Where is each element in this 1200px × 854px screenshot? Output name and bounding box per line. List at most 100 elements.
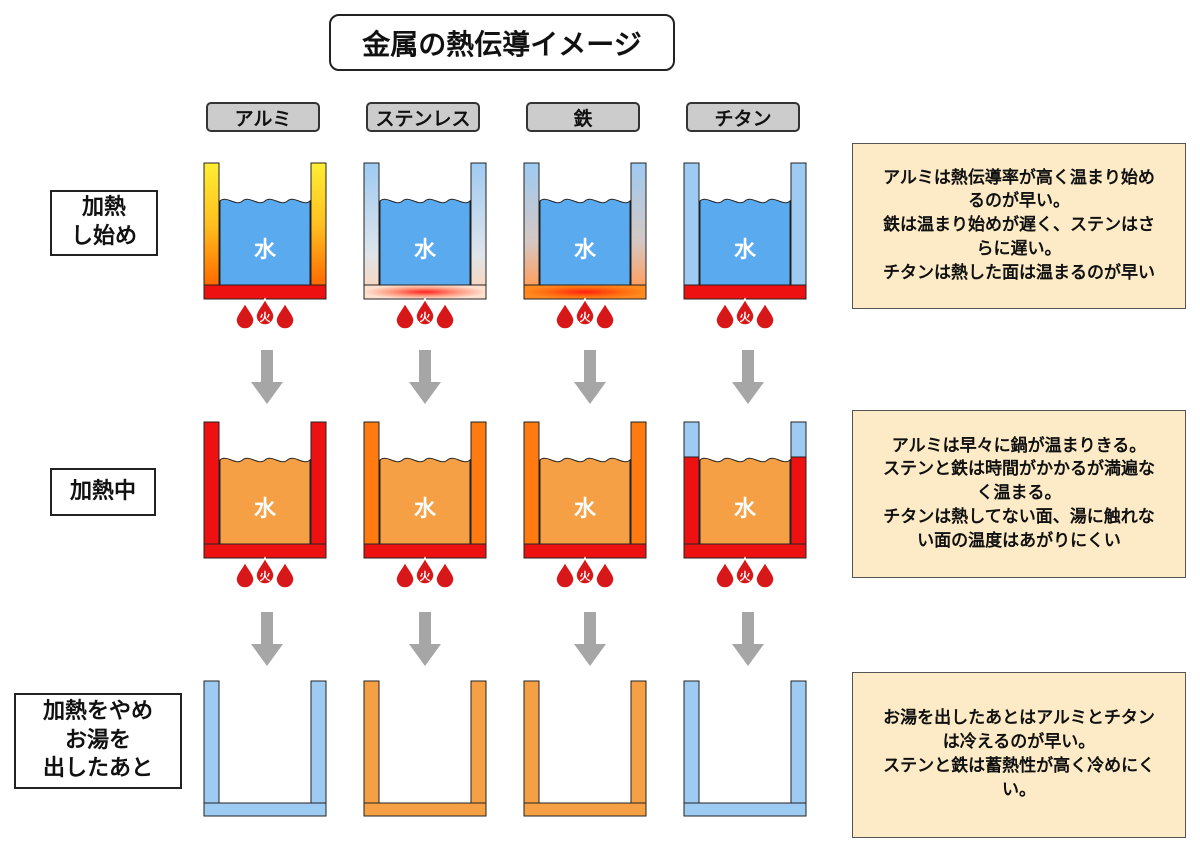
pot-wall-right-stainless: [470, 680, 487, 804]
pot-base-iron: [523, 802, 647, 817]
flame-label-iron: 火: [580, 311, 592, 324]
flame-titanium: [715, 560, 735, 589]
pot-wall-right-hot-titanium: [790, 456, 807, 545]
water-label-iron: 水: [574, 497, 597, 522]
pot-base-stainless: [363, 284, 487, 300]
water-titanium: [699, 457, 791, 545]
flame-iron: [575, 297, 595, 326]
water-aluminum: [219, 198, 311, 286]
flame-label-titanium: 火: [740, 311, 752, 324]
arrow-down-titanium-2: [732, 612, 764, 666]
flame-aluminum: [255, 297, 275, 326]
water-stainless: [379, 198, 471, 286]
pot-wall-left-titanium: [683, 680, 700, 804]
pot-base-iron: [523, 284, 647, 300]
stage-label-heating: 加熱中: [50, 468, 156, 516]
flame-titanium: [715, 301, 735, 330]
note-after: お湯を出したあとはアルミとチタン は冷えるのが早い。 ステンと鉄は蓄熱性が高く冷…: [852, 672, 1186, 838]
water-aluminum: [219, 457, 311, 545]
pot-wall-right-aluminum: [310, 680, 327, 804]
flame-label-aluminum: 火: [260, 311, 272, 324]
flame-stainless: [435, 560, 455, 589]
pot-base-iron: [523, 543, 647, 559]
flame-iron: [555, 301, 575, 330]
pot-wall-right-iron: [630, 421, 647, 545]
flame-aluminum: [275, 301, 295, 330]
pot-wall-left-iron: [523, 680, 540, 804]
flame-titanium: [735, 297, 755, 326]
pot-wall-left-stainless: [363, 421, 380, 545]
pot-wall-right-stainless: [470, 421, 487, 545]
water-stainless: [379, 457, 471, 545]
pot-wall-left-aluminum: [203, 162, 220, 286]
pot-wall-left-stainless: [363, 162, 380, 286]
water-label-titanium: 水: [734, 238, 757, 263]
flame-stainless: [415, 556, 435, 585]
flame-label-stainless: 火: [420, 311, 432, 324]
pot-wall-right-aluminum: [310, 162, 327, 286]
water-label-aluminum: 水: [254, 497, 277, 522]
arrow-down-titanium-1: [732, 350, 764, 404]
flame-aluminum: [235, 560, 255, 589]
flame-titanium: [755, 560, 775, 589]
arrow-down-iron-1: [574, 350, 606, 404]
flame-titanium: [735, 556, 755, 585]
metal-label-stainless: ステンレス: [366, 102, 480, 132]
stage-label-after: 加熱をやめお湯を出したあと: [14, 693, 182, 789]
flame-iron: [595, 301, 615, 330]
pot-wall-right-iron: [630, 680, 647, 804]
pot-wall-left-aluminum: [203, 680, 220, 804]
water-label-aluminum: 水: [254, 238, 277, 263]
flame-aluminum: [255, 556, 275, 585]
flame-label-stainless: 火: [420, 570, 432, 583]
pot-base-stainless: [363, 543, 487, 559]
flame-stainless: [415, 297, 435, 326]
pot-wall-right-titanium: [790, 162, 807, 286]
arrow-down-stainless-1: [409, 350, 441, 404]
water-iron: [539, 198, 631, 286]
pot-wall-left-iron: [523, 421, 540, 545]
pot-base-aluminum: [203, 802, 327, 817]
pot-base-titanium: [683, 802, 807, 817]
pot-base-titanium: [683, 284, 807, 300]
arrow-down-stainless-2: [409, 612, 441, 666]
flame-stainless: [395, 560, 415, 589]
water-label-stainless: 水: [414, 238, 437, 263]
page-title: 金属の熱伝導イメージ: [329, 14, 675, 71]
flame-stainless: [395, 301, 415, 330]
water-label-stainless: 水: [414, 497, 437, 522]
flame-stainless: [435, 301, 455, 330]
flame-aluminum: [275, 560, 295, 589]
pot-wall-left-aluminum: [203, 421, 220, 545]
flame-label-iron: 火: [580, 570, 592, 583]
pot-base-stainless: [363, 802, 487, 817]
pot-wall-left-stainless: [363, 680, 380, 804]
arrow-down-aluminum-1: [251, 350, 283, 404]
flame-titanium: [755, 301, 775, 330]
water-iron: [539, 457, 631, 545]
flame-aluminum: [235, 301, 255, 330]
flame-label-titanium: 火: [740, 570, 752, 583]
water-label-iron: 水: [574, 238, 597, 263]
pot-wall-right-titanium: [790, 680, 807, 804]
pot-base-aluminum: [203, 284, 327, 300]
metal-label-titanium: チタン: [686, 102, 800, 132]
flame-label-aluminum: 火: [260, 570, 272, 583]
pot-wall-right-stainless: [470, 162, 487, 286]
arrow-down-iron-2: [574, 612, 606, 666]
pot-wall-left-hot-titanium: [683, 456, 700, 545]
note-start: アルミは熱伝導率が高く温まり始め るのが早い。 鉄は温まり始めが遅く、ステンはさ…: [852, 143, 1186, 309]
pot-wall-right-iron: [630, 162, 647, 286]
flame-iron: [575, 556, 595, 585]
water-label-titanium: 水: [734, 497, 757, 522]
note-heating: アルミは早々に鍋が温まりきる。 ステンと鉄は時間がかかるが満遍な く温まる。 チ…: [852, 410, 1186, 578]
pot-wall-left-titanium: [683, 162, 700, 286]
metal-label-iron: 鉄: [526, 102, 640, 132]
pot-base-aluminum: [203, 543, 327, 559]
arrow-down-aluminum-2: [251, 612, 283, 666]
pot-base-titanium: [683, 543, 807, 559]
pot-wall-left-iron: [523, 162, 540, 286]
stage-label-start: 加熱し始め: [50, 190, 158, 256]
flame-iron: [555, 560, 575, 589]
